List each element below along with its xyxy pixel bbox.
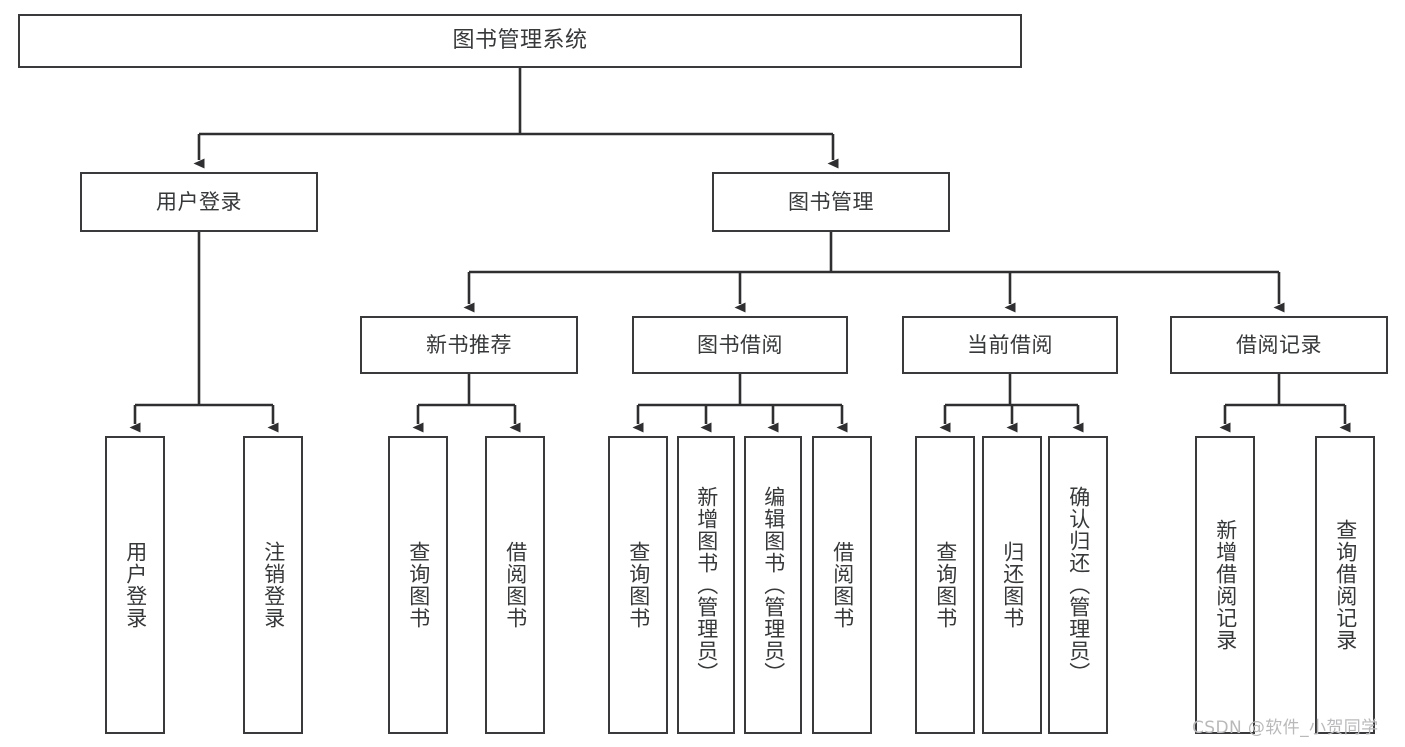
node-book-manage[interactable]: 图书管理 bbox=[712, 172, 950, 232]
node-leaf-edit-book[interactable]: 编辑图书（管理员） bbox=[744, 436, 802, 734]
node-book-borrow-label: 图书借阅 bbox=[697, 332, 783, 357]
node-leaf-borrow-book-2-label: 借阅图书 bbox=[830, 541, 855, 629]
node-leaf-confirm-return-label: 确认归还（管理员） bbox=[1066, 486, 1091, 684]
node-leaf-user-login[interactable]: 用户登录 bbox=[105, 436, 165, 734]
node-leaf-confirm-return[interactable]: 确认归还（管理员） bbox=[1048, 436, 1108, 734]
node-borrow-record[interactable]: 借阅记录 bbox=[1170, 316, 1388, 374]
node-leaf-borrow-book-2[interactable]: 借阅图书 bbox=[812, 436, 872, 734]
node-leaf-logout-label: 注销登录 bbox=[261, 541, 286, 629]
node-new-book-rec[interactable]: 新书推荐 bbox=[360, 316, 578, 374]
node-leaf-add-book[interactable]: 新增图书（管理员） bbox=[677, 436, 735, 734]
node-leaf-add-record-label: 新增借阅记录 bbox=[1213, 519, 1238, 651]
node-new-book-rec-label: 新书推荐 bbox=[426, 332, 512, 357]
node-leaf-return-book[interactable]: 归还图书 bbox=[982, 436, 1042, 734]
node-leaf-query-book-1-label: 查询图书 bbox=[406, 541, 431, 629]
node-leaf-return-book-label: 归还图书 bbox=[1000, 541, 1025, 629]
node-leaf-add-book-label: 新增图书（管理员） bbox=[694, 486, 719, 684]
node-borrow-record-label: 借阅记录 bbox=[1236, 332, 1322, 357]
node-leaf-query-book-3-label: 查询图书 bbox=[933, 541, 958, 629]
node-leaf-query-book-2-label: 查询图书 bbox=[626, 541, 651, 629]
node-leaf-logout[interactable]: 注销登录 bbox=[243, 436, 303, 734]
node-user-login-label: 用户登录 bbox=[156, 189, 242, 214]
node-book-borrow[interactable]: 图书借阅 bbox=[632, 316, 848, 374]
node-book-manage-label: 图书管理 bbox=[788, 189, 874, 214]
node-leaf-borrow-book-1[interactable]: 借阅图书 bbox=[485, 436, 545, 734]
node-leaf-query-book-3[interactable]: 查询图书 bbox=[915, 436, 975, 734]
node-leaf-edit-book-label: 编辑图书（管理员） bbox=[761, 486, 786, 684]
node-leaf-query-record-label: 查询借阅记录 bbox=[1333, 519, 1358, 651]
node-leaf-query-book-1[interactable]: 查询图书 bbox=[388, 436, 448, 734]
node-current-borrow[interactable]: 当前借阅 bbox=[902, 316, 1118, 374]
node-leaf-borrow-book-1-label: 借阅图书 bbox=[503, 541, 528, 629]
node-leaf-query-book-2[interactable]: 查询图书 bbox=[608, 436, 668, 734]
node-leaf-add-record[interactable]: 新增借阅记录 bbox=[1195, 436, 1255, 734]
node-user-login[interactable]: 用户登录 bbox=[80, 172, 318, 232]
node-root-label: 图书管理系统 bbox=[452, 28, 588, 54]
node-root[interactable]: 图书管理系统 bbox=[18, 14, 1022, 68]
node-current-borrow-label: 当前借阅 bbox=[967, 332, 1053, 357]
node-leaf-query-record[interactable]: 查询借阅记录 bbox=[1315, 436, 1375, 734]
watermark: CSDN @软件_小贺同学 bbox=[1192, 718, 1379, 738]
node-leaf-user-login-label: 用户登录 bbox=[123, 541, 148, 629]
